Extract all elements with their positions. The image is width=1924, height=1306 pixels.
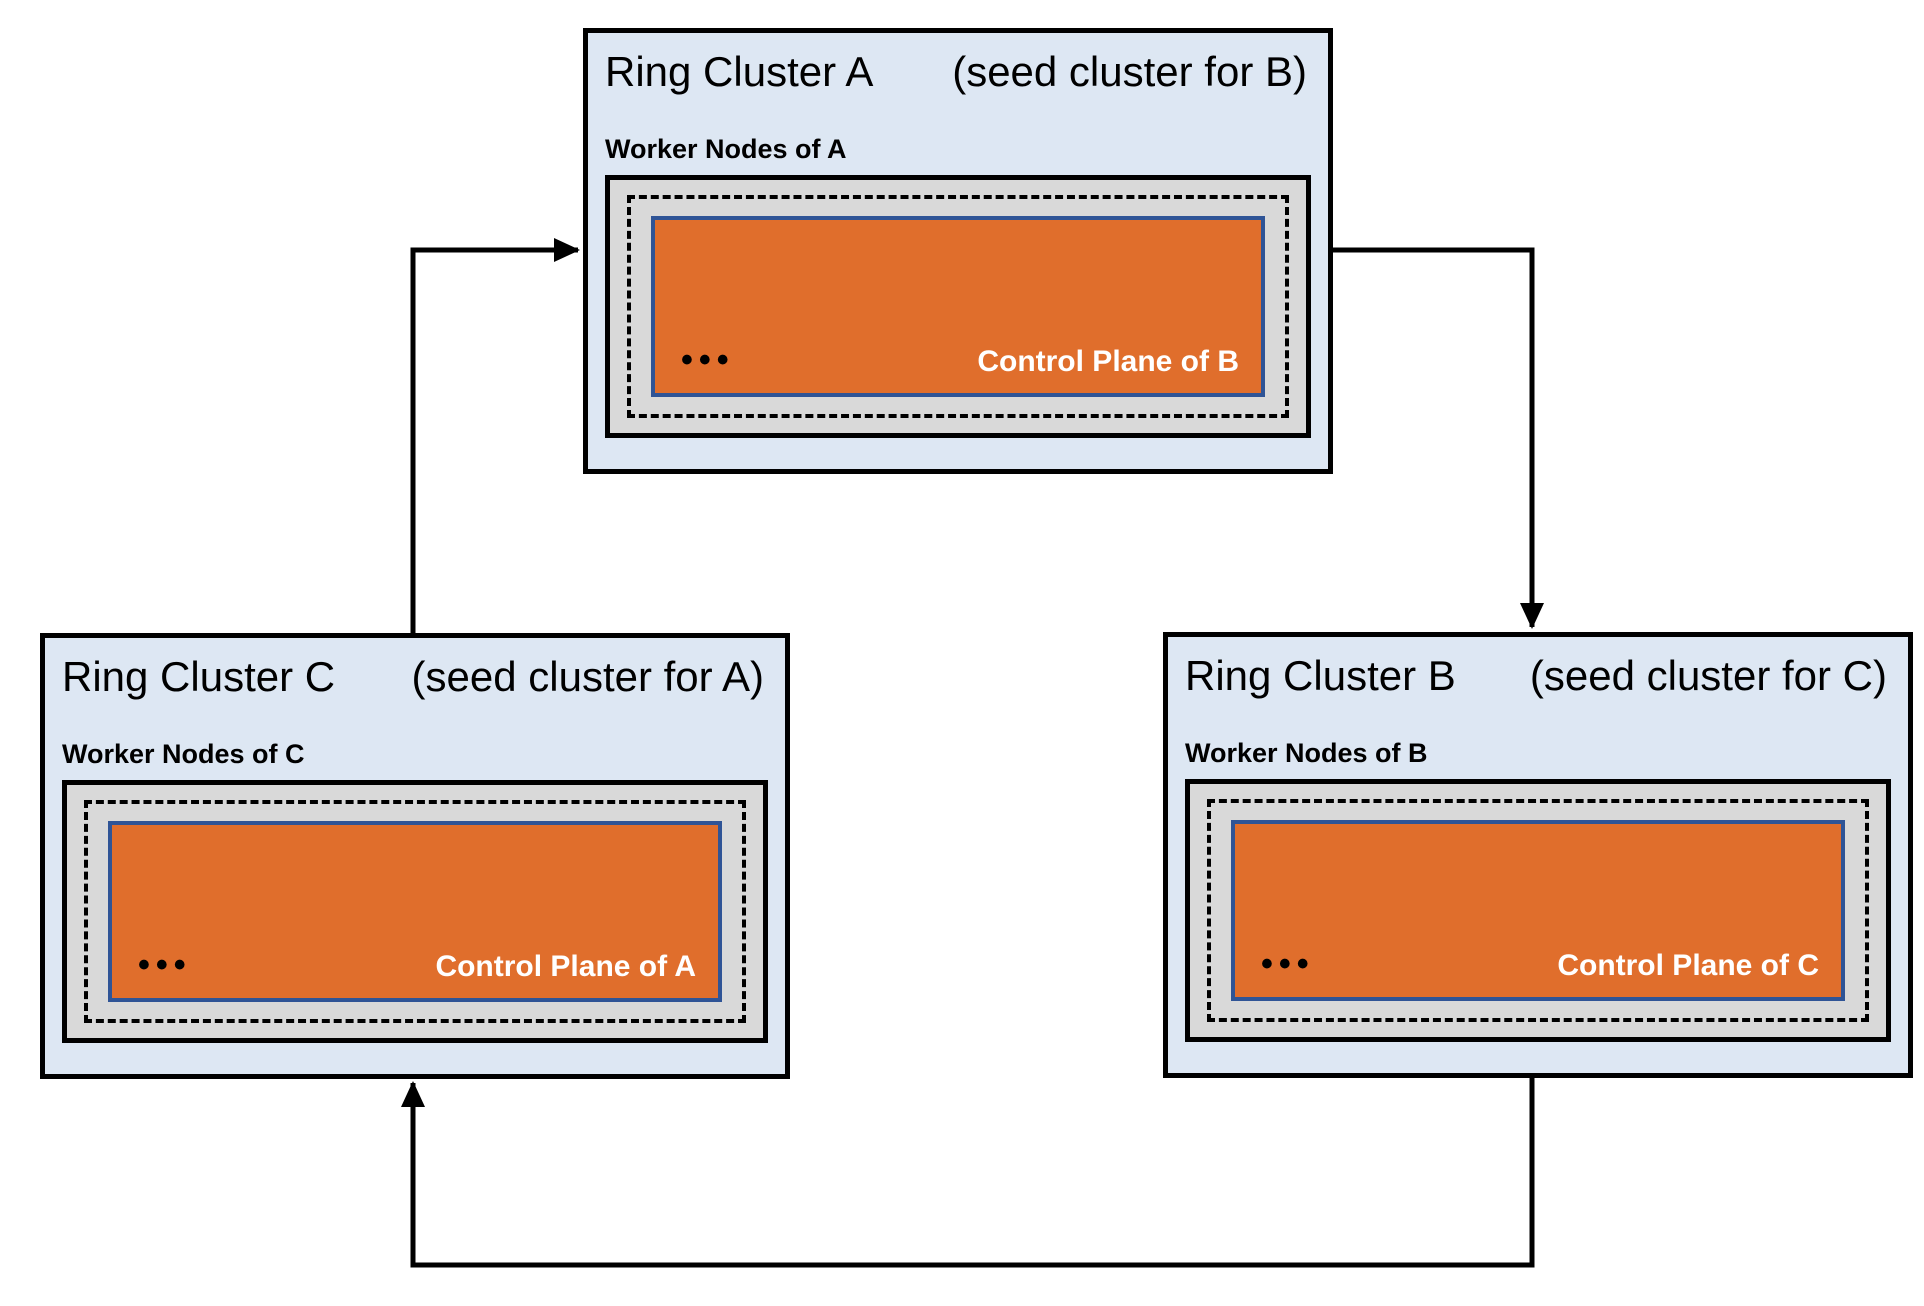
cluster-c-subtitle: (seed cluster for A) xyxy=(411,653,764,700)
cluster-a-header: Ring Cluster A (seed cluster for B) xyxy=(605,45,1311,100)
arrow-a-to-b xyxy=(1333,247,1544,629)
cluster-a-worker-label: Worker Nodes of A xyxy=(605,133,847,164)
cluster-b-header: Ring Cluster B (seed cluster for C) xyxy=(1185,649,1891,704)
cluster-c-worker-box: ••• Control Plane of A xyxy=(62,779,768,1043)
ring-cluster-a: Ring Cluster A (seed cluster for B) Work… xyxy=(583,28,1333,474)
cluster-b-title: Ring Cluster B xyxy=(1185,652,1456,699)
control-plane-of-a-label: Control Plane of A xyxy=(435,949,696,983)
cluster-c-dashed-region: ••• Control Plane of A xyxy=(84,799,746,1023)
cluster-b-subtitle: (seed cluster for C) xyxy=(1529,652,1887,699)
cluster-c-worker-label: Worker Nodes of C xyxy=(62,738,305,769)
cluster-a-dashed-region: ••• Control Plane of B xyxy=(627,194,1289,418)
control-plane-of-b: ••• Control Plane of B xyxy=(651,215,1265,397)
control-plane-of-a: ••• Control Plane of A xyxy=(108,820,722,1002)
ring-cluster-b: Ring Cluster B (seed cluster for C) Work… xyxy=(1163,632,1913,1078)
ring-cluster-c: Ring Cluster C (seed cluster for A) Work… xyxy=(40,633,790,1079)
cluster-c-title: Ring Cluster C xyxy=(62,653,336,700)
cluster-a-subtitle: (seed cluster for B) xyxy=(952,48,1307,95)
cluster-c-header: Ring Cluster C (seed cluster for A) xyxy=(62,650,768,705)
cluster-b-ellipsis: ••• xyxy=(1261,944,1315,983)
cluster-a-title: Ring Cluster A xyxy=(605,48,874,95)
cluster-b-dashed-region: ••• Control Plane of C xyxy=(1207,798,1869,1022)
cluster-c-ellipsis: ••• xyxy=(138,945,192,984)
arrow-b-to-c xyxy=(401,1078,1535,1268)
control-plane-of-c: ••• Control Plane of C xyxy=(1231,819,1845,1001)
control-plane-of-b-label: Control Plane of B xyxy=(977,344,1239,378)
control-plane-of-c-label: Control Plane of C xyxy=(1557,948,1819,982)
cluster-b-worker-box: ••• Control Plane of C xyxy=(1185,778,1891,1042)
arrow-c-to-a xyxy=(410,238,580,633)
cluster-a-ellipsis: ••• xyxy=(681,340,735,379)
cluster-a-worker-box: ••• Control Plane of B xyxy=(605,174,1311,438)
cluster-b-worker-label: Worker Nodes of B xyxy=(1185,737,1428,768)
